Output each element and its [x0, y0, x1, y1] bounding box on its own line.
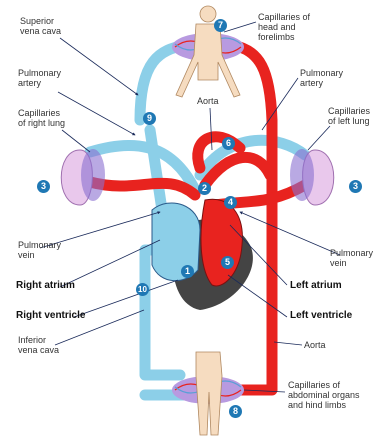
step-marker-2: 2 — [198, 182, 211, 195]
step-marker-4: 4 — [224, 196, 237, 209]
heart — [152, 199, 253, 310]
label-aorta-top: Aorta — [197, 96, 219, 106]
label-capillaries-right-lung: Capillaries of right lung — [18, 108, 65, 128]
label-pulmonary-vein-left: Pulmonary vein — [18, 240, 61, 260]
label-superior-vena-cava: Superior vena cava — [20, 16, 61, 36]
upper-systemic-vein-loop — [140, 45, 185, 120]
label-pulmonary-artery-right: Pulmonary artery — [300, 68, 343, 88]
label-right-ventricle: Right ventricle — [16, 311, 85, 321]
label-aorta-bottom: Aorta — [304, 340, 326, 350]
step-marker-3-left-lung: 3 — [349, 180, 362, 193]
step-marker-7: 7 — [214, 19, 227, 32]
step-marker-10: 10 — [136, 283, 149, 296]
label-pulmonary-vein-right: Pulmonary vein — [330, 248, 373, 268]
label-capillaries-left-lung: Capillaries of left lung — [328, 106, 370, 126]
label-inferior-vena-cava: Inferior vena cava — [18, 335, 59, 355]
label-left-ventricle: Left ventricle — [290, 311, 352, 321]
lower-body-figure — [196, 352, 222, 435]
label-right-atrium: Right atrium — [16, 281, 75, 291]
label-capillaries-abdominal: Capillaries of abdominal organs and hind… — [288, 380, 360, 410]
label-pulmonary-artery-left: Pulmonary artery — [18, 68, 61, 88]
step-marker-1: 1 — [181, 265, 194, 278]
step-marker-6: 6 — [222, 137, 235, 150]
vena-cava-to-heart — [150, 130, 162, 210]
left-lung — [290, 149, 334, 205]
label-left-atrium: Left atrium — [290, 281, 342, 291]
label-capillaries-head: Capillaries of head and forelimbs — [258, 12, 310, 42]
right-lung — [61, 149, 105, 205]
pulmonary-vein-from-right-lung — [90, 182, 195, 195]
step-marker-5: 5 — [221, 256, 234, 269]
step-marker-8: 8 — [229, 405, 242, 418]
step-marker-9: 9 — [143, 112, 156, 125]
step-marker-3-right-lung: 3 — [37, 180, 50, 193]
